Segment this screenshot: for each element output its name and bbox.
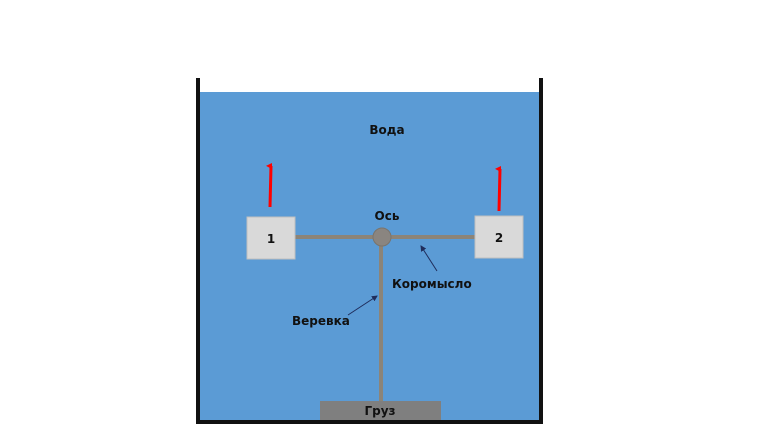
float-1-label: 1 <box>267 232 275 246</box>
float-2 <box>474 215 524 259</box>
tank-left-wall <box>196 78 200 424</box>
force-arrow-1 <box>266 163 273 208</box>
water-label: Вода <box>369 123 404 137</box>
weight <box>320 401 441 420</box>
tank-right-wall <box>539 78 543 424</box>
rope-label: Веревка <box>292 314 350 328</box>
beam-label: Коромысло <box>392 277 472 291</box>
tank-bottom <box>196 420 543 424</box>
axle <box>372 227 392 247</box>
rope <box>379 240 383 402</box>
float-1 <box>246 216 296 260</box>
axis-label: Ось <box>375 209 400 223</box>
beam-pointer <box>420 245 438 272</box>
weight-label: Груз <box>364 404 395 418</box>
force-arrow-2 <box>495 166 502 212</box>
float-2-label: 2 <box>495 231 503 245</box>
rope-pointer <box>347 295 378 316</box>
